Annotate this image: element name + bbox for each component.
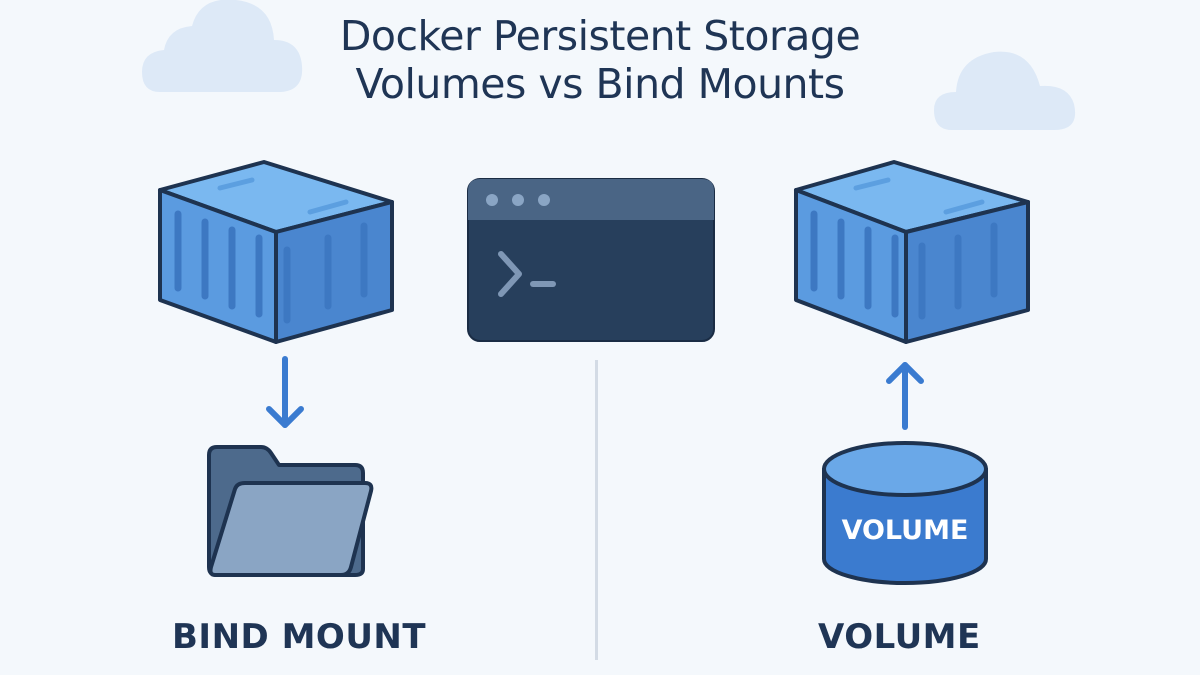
window-dot	[486, 194, 498, 206]
title-line-1: Docker Persistent Storage	[339, 12, 861, 60]
cloud-left-icon	[142, 0, 303, 92]
arrow-up-icon	[886, 362, 924, 430]
cylinder-label: VOLUME	[842, 515, 969, 546]
folder-icon	[207, 445, 374, 577]
bind-mount-label: BIND MOUNT	[172, 617, 427, 657]
center-divider	[595, 360, 598, 660]
container-icon	[794, 160, 1030, 344]
title-line-2: Volumes vs Bind Mounts	[355, 60, 845, 108]
arrow-down-icon	[266, 356, 304, 428]
cloud-right-icon	[934, 51, 1076, 130]
volume-cylinder-icon: VOLUME	[822, 441, 988, 585]
terminal-icon	[467, 178, 715, 342]
prompt-chevron	[498, 251, 522, 297]
volume-label: VOLUME	[818, 617, 981, 657]
window-dot	[538, 194, 550, 206]
container-icon	[158, 160, 394, 344]
window-dot	[512, 194, 524, 206]
